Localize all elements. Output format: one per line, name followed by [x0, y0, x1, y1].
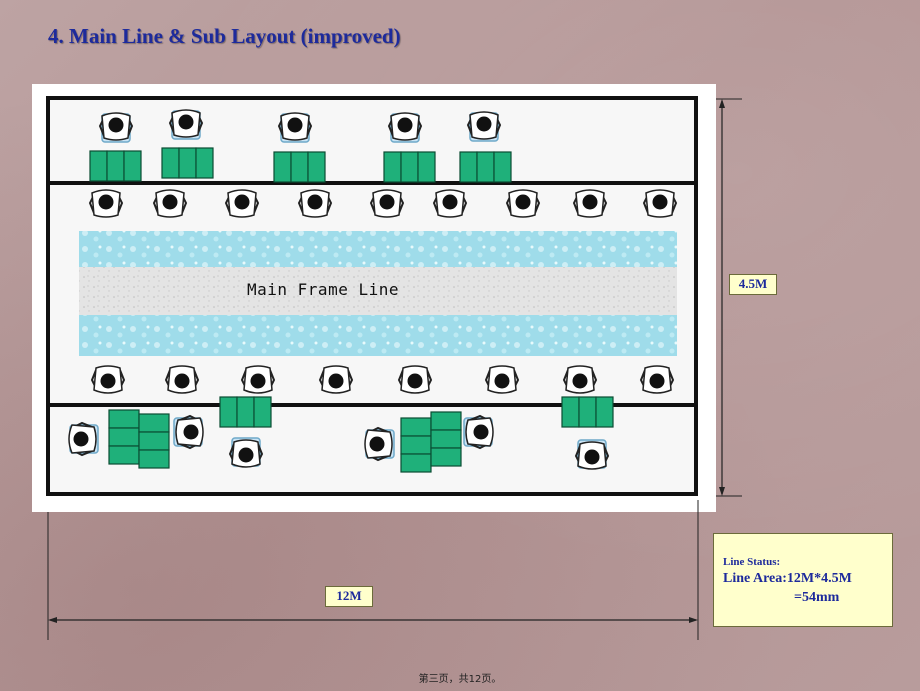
- main-frame-line-label: Main Frame Line: [247, 280, 399, 299]
- line-area-result: =54mm: [794, 590, 840, 605]
- conveyor-upper-lane: [79, 231, 677, 267]
- line-area-text: Line Area:12M*4.5M: [723, 571, 852, 586]
- conveyor-lower-lane: [79, 315, 677, 356]
- bottom-sub-stations: [68, 396, 614, 473]
- slide-title: 4. Main Line & Sub Layout (improved): [48, 24, 401, 48]
- conveyor-center-lane: [79, 267, 677, 315]
- width-dimension-label: 12M: [325, 586, 373, 607]
- layout-diagram: Main Frame Line: [32, 84, 716, 512]
- floor-plan: [46, 96, 698, 496]
- line-status-box: Line Status: Line Area:12M*4.5M =54mm: [713, 533, 893, 627]
- page-footer: 第三页，共12页。: [418, 674, 502, 685]
- height-dimension-label: 4.5M: [729, 274, 777, 295]
- status-heading: Line Status:: [723, 556, 781, 568]
- upper-line-workers: [89, 189, 677, 218]
